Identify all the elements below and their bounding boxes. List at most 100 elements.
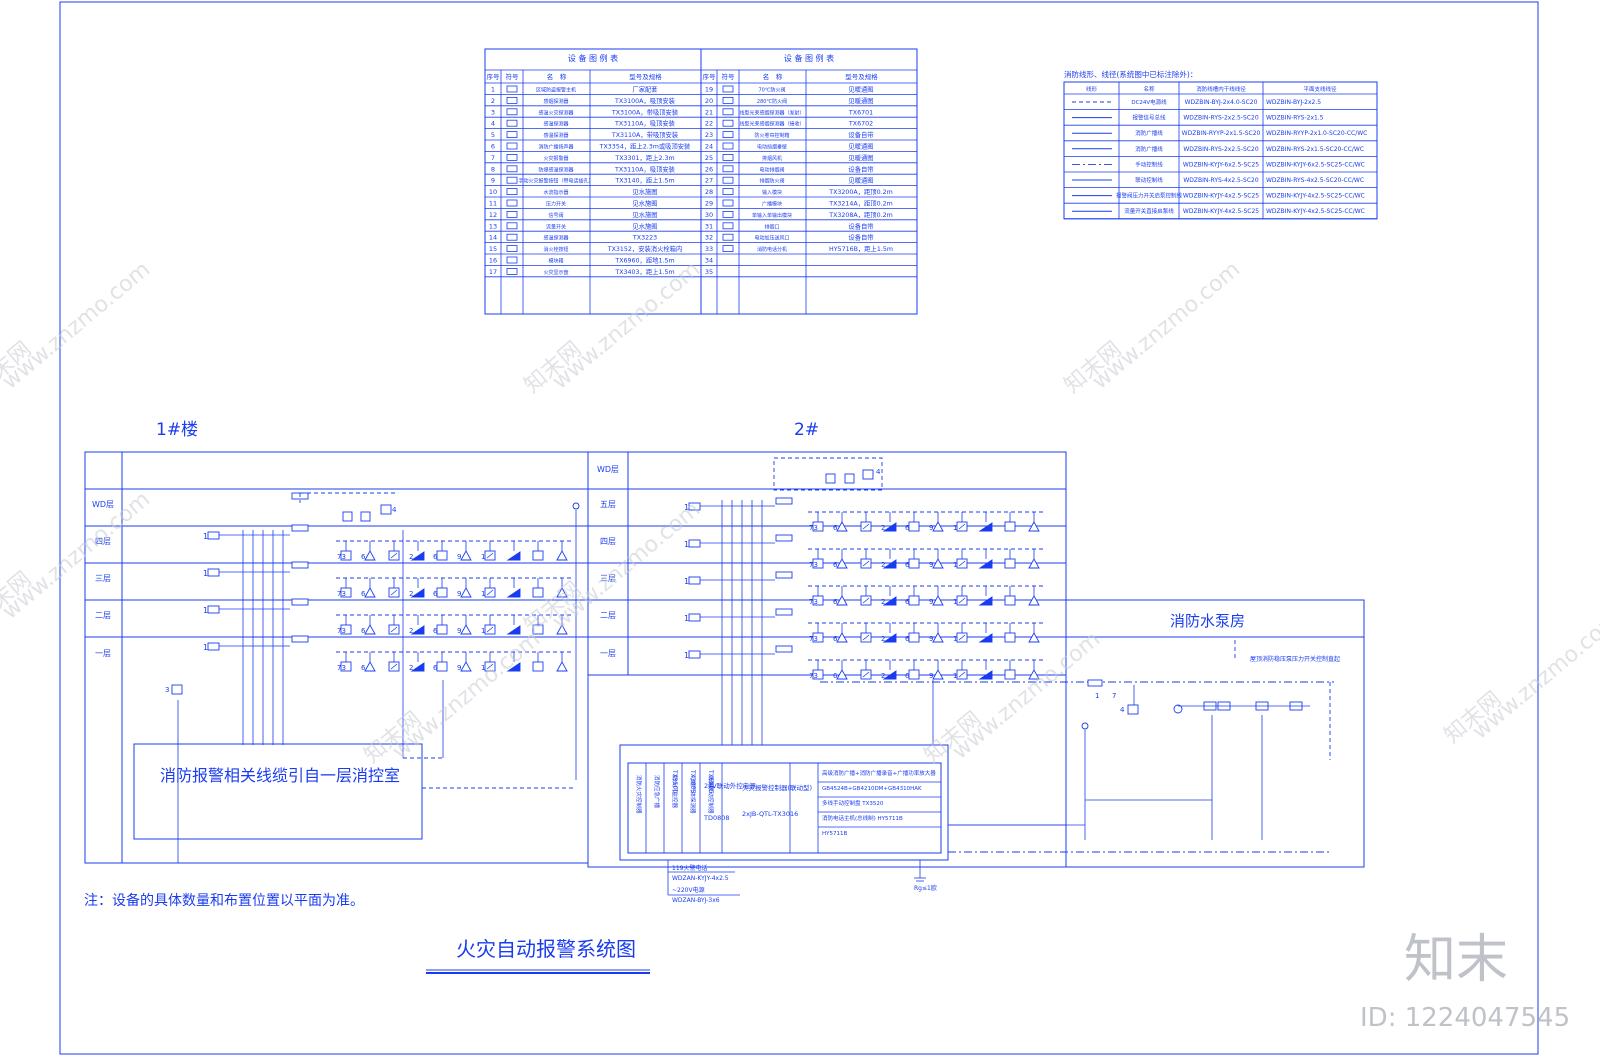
legend-symbol bbox=[722, 165, 734, 173]
b2-floor-1-button-mark bbox=[958, 560, 966, 567]
panel-model: TX3005 bbox=[689, 769, 696, 793]
b1-module-count: 1 bbox=[203, 569, 208, 578]
cable-name: 报警信号总线 bbox=[1132, 114, 1166, 122]
legend-row-name: 280℃防火阀 bbox=[757, 98, 787, 105]
legend-row-model: 设备自带 bbox=[848, 164, 873, 173]
watermark-site: www.znzmo.com bbox=[1088, 257, 1245, 395]
b2-floor-3-count: 1 bbox=[953, 635, 957, 643]
b2-floor-2-count: 2 bbox=[881, 598, 885, 606]
b2-floor-0-count: 1 bbox=[953, 524, 957, 532]
legend-row-model: 见暖通图 bbox=[848, 96, 873, 105]
b1-floor-1-detector bbox=[340, 587, 352, 598]
b2-floor-4-count: 9 bbox=[929, 672, 933, 680]
cable-trunk: WDZBIN-BYJ-2x4.0-SC20 bbox=[1185, 99, 1258, 106]
b1-floor-3-detector bbox=[340, 661, 352, 672]
b2-floor-0-detector bbox=[908, 521, 920, 532]
legend-header: 型号及规格 bbox=[629, 72, 662, 81]
cable-branch: WDZBIN-KYJY-6x2.5-SC25-CC/WC bbox=[1266, 161, 1365, 168]
panel-right-line: 高级消防广播+消防广播录音+广播功率放大器 bbox=[822, 769, 936, 777]
b1-floor-2-count: 2 bbox=[409, 627, 413, 635]
b1-module-box bbox=[207, 642, 220, 651]
legend-symbol bbox=[506, 165, 518, 173]
b2-floor-4-count: 6 bbox=[905, 672, 910, 680]
legend-row-name: 防火卷帘控制箱 bbox=[754, 132, 789, 139]
b2-floor-4-button-mark bbox=[958, 671, 966, 678]
b2-floor-2-speaker bbox=[836, 595, 848, 606]
legend-row-name: 感温火灾探测器 bbox=[538, 109, 573, 116]
b2-floor-1-speaker bbox=[836, 558, 848, 569]
watermark-id: ID: 1224047545 bbox=[1360, 1003, 1570, 1033]
legend-symbol bbox=[506, 131, 518, 139]
legend-symbol bbox=[506, 245, 518, 253]
b1-floor-2-speaker bbox=[556, 624, 568, 635]
b1-floor-0-speaker bbox=[460, 550, 472, 561]
b1-floor-3-button-mark bbox=[486, 663, 494, 670]
legend-row-model: TX3223 bbox=[632, 235, 657, 242]
legend-row-no: 9 bbox=[491, 177, 495, 185]
legend-row-model: TX6701 bbox=[848, 109, 873, 116]
legend-row-name: 感温探测器 bbox=[543, 132, 568, 139]
legend-row-model: 见水施图 bbox=[632, 210, 657, 219]
b1-floor-1-detector bbox=[436, 587, 448, 598]
b2-floor-3-speaker bbox=[932, 632, 944, 643]
legend-row-model: 见暖通图 bbox=[848, 176, 873, 185]
drawing-title: 火灾自动报警系统图 bbox=[456, 937, 636, 961]
cable-branch: WDZBIN-RYS-2x1.5 bbox=[1266, 115, 1324, 122]
legend-row-no: 1 bbox=[491, 86, 495, 94]
b2-floor-4-count: 73 bbox=[809, 672, 818, 680]
panel-right-line: 消防电话主机(总线制) HY5711B bbox=[822, 814, 903, 822]
b2-floor-3-valve bbox=[882, 633, 897, 643]
legend-row-no: 29 bbox=[705, 200, 713, 208]
b1-floor-0-count: 9 bbox=[457, 553, 461, 561]
b2-floor-2-count: 6 bbox=[905, 598, 910, 606]
legend-row-name: 火灾显示盘 bbox=[543, 269, 568, 276]
b1-floor-1-button-mark bbox=[486, 589, 494, 596]
cable-branch: WDZBIN-RYS-4x2.5-SC20-CC/WC bbox=[1266, 177, 1364, 184]
legend-row-no: 17 bbox=[489, 268, 497, 276]
b2-floor-1-valve bbox=[882, 559, 897, 569]
cable-name: 消防广播线 bbox=[1135, 145, 1163, 153]
b2-module-box bbox=[688, 539, 701, 548]
watermark-site: www.znzmo.com bbox=[948, 627, 1105, 765]
legend-row-no: 33 bbox=[705, 245, 713, 253]
panel-inner bbox=[627, 762, 942, 854]
b2-floor-0-count: 73 bbox=[809, 524, 818, 532]
panel-in-cable-1-label: 119火警电话 bbox=[672, 864, 707, 872]
legend-symbol bbox=[722, 210, 734, 218]
b1-module-count: 1 bbox=[203, 643, 208, 652]
b1-floor-2-count: 6 bbox=[361, 627, 366, 635]
legend-row-name: 消防广播扬声器 bbox=[538, 144, 573, 151]
b1-floor-2-valve bbox=[410, 625, 425, 635]
cable-name: 联动控制线 bbox=[1135, 176, 1163, 184]
b1-module-box bbox=[207, 605, 220, 614]
b2-floor-0-count: 2 bbox=[881, 524, 885, 532]
b2-module-count: 1 bbox=[684, 614, 689, 623]
b2-floor-4-button-mark bbox=[862, 671, 870, 678]
b2-floor-1-count: 6 bbox=[905, 561, 910, 569]
b2-floor-4-count: 6 bbox=[833, 672, 838, 680]
legend-row-name: 手动火灾报警按钮（带电话插孔） bbox=[518, 178, 593, 185]
legend-row-no: 16 bbox=[489, 257, 497, 265]
legend-row-model: 见暖通图 bbox=[848, 85, 873, 94]
b2-junction bbox=[775, 608, 793, 616]
legend-row-name: 输入模块 bbox=[762, 189, 782, 196]
legend-row-no: 32 bbox=[705, 234, 713, 242]
legend-row-no: 10 bbox=[489, 188, 497, 196]
legend-row-no: 35 bbox=[705, 268, 713, 276]
legend-row-no: 20 bbox=[705, 97, 713, 105]
panel-in-cable-2: WDZAN-BYJ-3x6 bbox=[672, 897, 720, 904]
legend-row-no: 26 bbox=[705, 165, 713, 173]
cable-header: 平面支线线径 bbox=[1303, 85, 1337, 93]
legend-row-name: 70℃防火阀 bbox=[759, 87, 786, 94]
b1-floor-0-speaker bbox=[556, 550, 568, 561]
cable-trunk: WDZBIN-KYJY-6x2.5-SC25 bbox=[1183, 161, 1259, 168]
legend-symbol bbox=[506, 97, 518, 104]
cable-name: 流量开关直接启泵线 bbox=[1124, 207, 1174, 215]
cable-table-title: 消防线形、线径(系统图中已标注除外)： bbox=[1064, 69, 1197, 79]
legend-row-name: 感烟探测器 bbox=[543, 98, 568, 105]
legend-row-model: TX3110A，吸顶安装 bbox=[614, 164, 676, 173]
b2-floor-2-valve bbox=[882, 596, 897, 606]
b2-module-count: 1 bbox=[684, 651, 689, 660]
